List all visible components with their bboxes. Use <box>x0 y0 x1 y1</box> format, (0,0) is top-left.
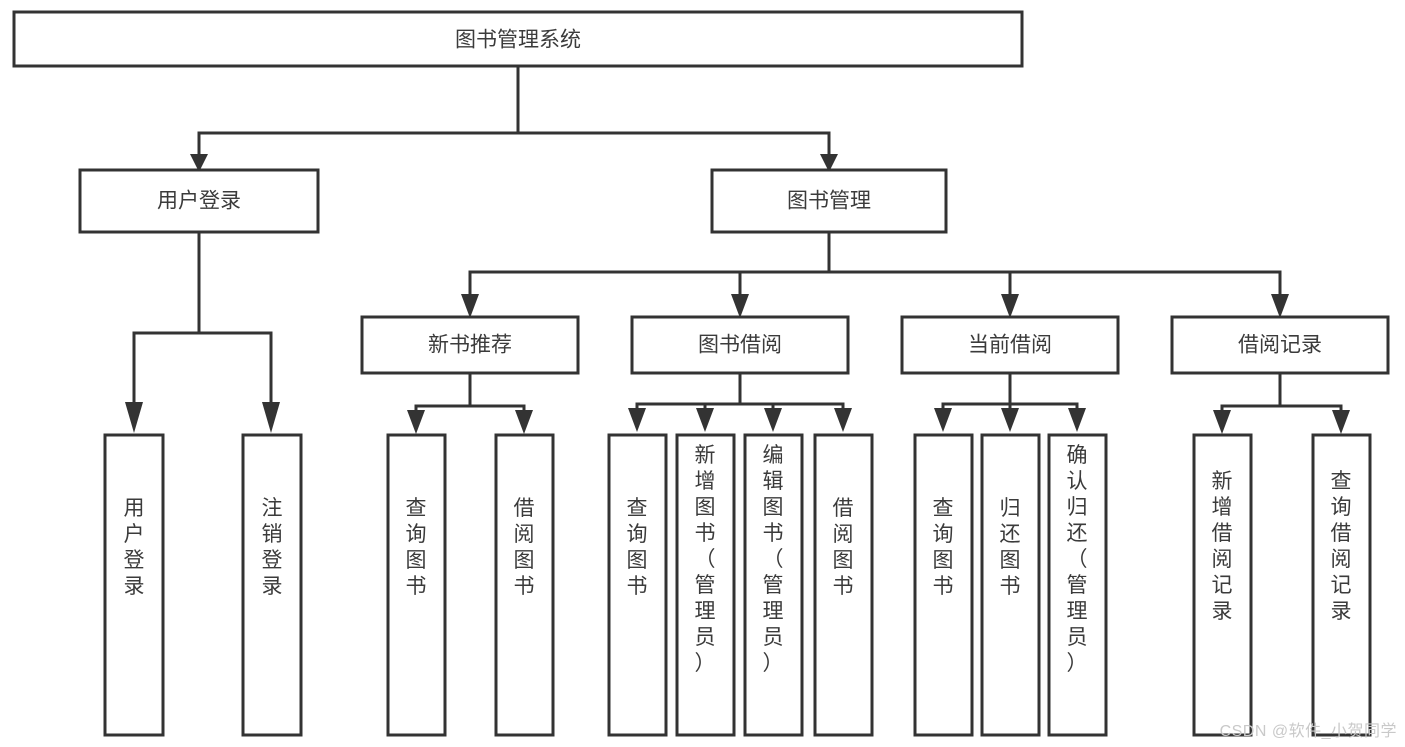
node-book-borrow[interactable]: 图书借阅 <box>630 315 850 375</box>
node-user-login[interactable]: 用户登录 <box>78 168 320 234</box>
node-book-management-box[interactable] <box>710 168 948 234</box>
arrow-to-user-login <box>190 154 208 172</box>
node-current-borrow[interactable]: 当前借阅 <box>900 315 1120 375</box>
node-root-label: 图书管理系统 <box>455 29 581 52</box>
arrow-leaf-recommend-borrow-book <box>515 410 533 434</box>
node-book-borrow-label: 图书借阅 <box>698 334 782 357</box>
leaf-borrow-query-book[interactable]: 查询图书 <box>607 433 668 737</box>
leaf-recommend-borrow-book-label: 借阅图书 <box>514 497 535 598</box>
leaf-current-confirm-return[interactable]: 确认归还（管理员） <box>1047 433 1108 737</box>
arrow-leaf-record-query <box>1332 410 1350 434</box>
leaf-user-logout-box[interactable] <box>241 433 303 737</box>
leaf-current-confirm-return-box[interactable] <box>1047 433 1108 737</box>
leaf-recommend-query-book-box[interactable] <box>386 433 447 737</box>
arrow-leaf-current-return-book <box>1001 408 1019 432</box>
node-root[interactable]: 图书管理系统 <box>12 10 1024 68</box>
node-borrow-record-label: 借阅记录 <box>1238 334 1322 357</box>
node-current-borrow-label: 当前借阅 <box>968 334 1052 357</box>
leaf-borrow-add-book-label: 新增图书（管理员） <box>695 444 716 675</box>
leaf-borrow-edit-book-box[interactable] <box>743 433 804 737</box>
leaf-user-logout[interactable]: 注销登录 <box>241 433 303 737</box>
leaf-record-query-label: 查询借阅记录 <box>1331 470 1352 623</box>
leaf-borrow-borrow-book-box[interactable] <box>813 433 874 737</box>
node-user-login-label: 用户登录 <box>157 190 241 213</box>
arrow-leaf-record-add <box>1213 410 1231 434</box>
node-borrow-record-box[interactable] <box>1170 315 1390 375</box>
leaf-borrow-add-book-box[interactable] <box>675 433 736 737</box>
leaf-record-add-label: 新增借阅记录 <box>1212 470 1233 623</box>
node-book-borrow-box[interactable] <box>630 315 850 375</box>
arrow-leaf-user-login <box>125 402 143 433</box>
node-book-management[interactable]: 图书管理 <box>710 168 948 234</box>
leaf-recommend-query-book[interactable]: 查询图书 <box>386 433 447 737</box>
leaf-current-query-book-label: 查询图书 <box>933 497 954 598</box>
leaf-user-logout-label: 注销登录 <box>262 497 283 598</box>
arrow-leaf-current-query-book <box>934 408 952 432</box>
node-new-book-recommend-label: 新书推荐 <box>428 334 512 357</box>
leaf-user-login-box[interactable] <box>103 433 165 737</box>
leaf-borrow-query-book-label: 查询图书 <box>627 497 648 598</box>
arrow-leaf-current-confirm-return <box>1068 408 1086 432</box>
arrow-leaf-borrow-query-book <box>628 408 646 432</box>
leaf-user-login-label: 用户登录 <box>124 497 145 598</box>
arrow-to-book-management <box>820 154 838 172</box>
leaf-record-query[interactable]: 查询借阅记录 <box>1311 433 1372 737</box>
leaf-current-return-book[interactable]: 归还图书 <box>980 433 1041 737</box>
arrow-leaf-borrow-borrow-book <box>834 408 852 432</box>
leaf-recommend-query-book-label: 查询图书 <box>406 497 427 598</box>
connector-layer <box>125 64 1350 434</box>
node-book-management-label: 图书管理 <box>787 190 871 213</box>
leaf-current-query-book[interactable]: 查询图书 <box>913 433 974 737</box>
arrow-leaf-borrow-add-book <box>696 408 714 432</box>
leaf-recommend-borrow-book-box[interactable] <box>494 433 555 737</box>
leaf-borrow-add-book[interactable]: 新增图书（管理员） <box>675 433 736 737</box>
arrow-to-new-book-recommend <box>461 294 479 318</box>
leaf-borrow-query-book-box[interactable] <box>607 433 668 737</box>
leaf-borrow-borrow-book[interactable]: 借阅图书 <box>813 433 874 737</box>
node-current-borrow-box[interactable] <box>900 315 1120 375</box>
leaf-borrow-borrow-book-label: 借阅图书 <box>833 497 854 598</box>
leaf-current-query-book-box[interactable] <box>913 433 974 737</box>
leaf-record-query-box[interactable] <box>1311 433 1372 737</box>
arrow-to-current-borrow <box>1001 294 1019 318</box>
leaf-record-add[interactable]: 新增借阅记录 <box>1192 433 1253 737</box>
leaf-user-login[interactable]: 用户登录 <box>103 433 165 737</box>
arrow-leaf-recommend-query-book <box>407 410 425 434</box>
leaf-recommend-borrow-book[interactable]: 借阅图书 <box>494 433 555 737</box>
node-new-book-recommend-box[interactable] <box>360 315 580 375</box>
leaf-borrow-edit-book-label: 编辑图书（管理员） <box>763 444 784 675</box>
leaf-current-confirm-return-label: 确认归还（管理员） <box>1067 444 1088 675</box>
node-borrow-record[interactable]: 借阅记录 <box>1170 315 1390 375</box>
node-user-login-box[interactable] <box>78 168 320 234</box>
leaf-record-add-box[interactable] <box>1192 433 1253 737</box>
arrow-leaf-borrow-edit-book <box>764 408 782 432</box>
arrow-leaf-user-logout <box>262 402 280 433</box>
node-root-box[interactable] <box>12 10 1024 68</box>
node-new-book-recommend[interactable]: 新书推荐 <box>360 315 580 375</box>
leaf-borrow-edit-book[interactable]: 编辑图书（管理员） <box>743 433 804 737</box>
leaf-current-return-book-label: 归还图书 <box>1000 497 1021 598</box>
arrow-to-borrow-record <box>1271 294 1289 318</box>
arrow-to-book-borrow <box>731 294 749 318</box>
leaf-current-return-book-box[interactable] <box>980 433 1041 737</box>
